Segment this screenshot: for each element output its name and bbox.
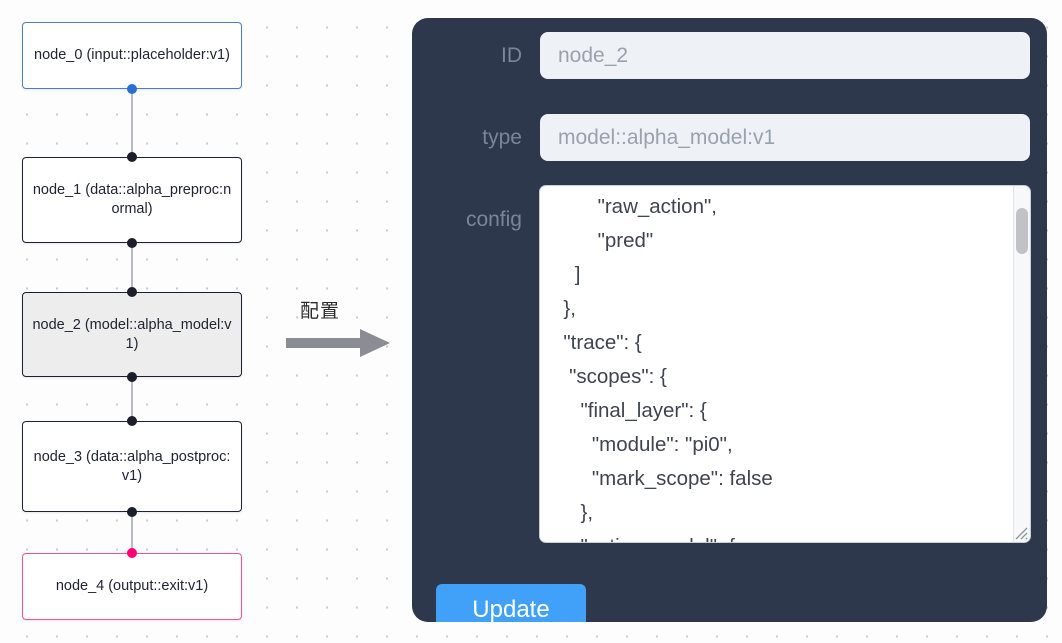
graph-node-node_0[interactable]: node_0 (input::placeholder:v1) — [22, 22, 242, 89]
config-textarea-scrollbar[interactable] — [1013, 186, 1030, 542]
id-field-label: ID — [501, 43, 522, 67]
graph-node-label: node_4 (output::exit:v1) — [55, 578, 209, 594]
field-row-id: ID — [430, 32, 1030, 79]
node-handle-node_1-target[interactable] — [127, 152, 137, 162]
edge-node3-node4 — [131, 511, 133, 553]
config-field-label: config — [465, 208, 522, 231]
graph-node-node_4[interactable]: node_4 (output::exit:v1) — [22, 553, 242, 620]
node-handle-node_0-source[interactable] — [127, 84, 137, 94]
config-scrollbar-thumb[interactable] — [1016, 208, 1028, 254]
annotation-arrow-group: 配置 — [286, 296, 398, 358]
graph-node-label: node_1 (data::alpha_preproc:normal) — [32, 182, 232, 217]
graph-node-node_2[interactable]: node_2 (model::alpha_model:v1) — [22, 292, 242, 377]
field-row-type: type — [430, 114, 1030, 161]
node-handle-node_1-source[interactable] — [127, 238, 137, 248]
edge-node2-node3 — [131, 376, 133, 421]
graph-node-label: node_3 (data::alpha_postproc:v1) — [33, 448, 231, 484]
annotation-arrow-label: 配置 — [300, 300, 341, 322]
type-input[interactable] — [540, 114, 1030, 161]
config-textarea-wrapper: "raw_action", "pred" ] }, "trace": { "sc… — [540, 186, 1030, 542]
field-row-config: config "raw_action", "pred" ] }, "trace"… — [430, 186, 1030, 542]
config-textarea[interactable]: "raw_action", "pred" ] }, "trace": { "sc… — [540, 186, 1014, 542]
type-field-label: type — [482, 125, 522, 149]
node-handle-node_3-target[interactable] — [127, 416, 137, 426]
graph-node-label: node_0 (input::placeholder:v1) — [34, 47, 230, 63]
node-handle-node_2-target[interactable] — [127, 287, 137, 297]
graph-node-label: node_2 (model::alpha_model:v1) — [32, 316, 232, 352]
id-input[interactable] — [540, 32, 1030, 79]
resize-grip-icon[interactable] — [1013, 525, 1029, 541]
node-handle-node_2-source[interactable] — [127, 372, 137, 382]
arrow-right-icon — [286, 329, 390, 357]
edge-node0-node1 — [131, 89, 133, 159]
edge-node1-node2 — [131, 243, 133, 293]
graph-node-node_1[interactable]: node_1 (data::alpha_preproc:normal) — [22, 157, 242, 243]
node-handle-node_4-target[interactable] — [127, 548, 137, 558]
node-config-panel: ID type config "raw_action", "pred" ] },… — [412, 18, 1047, 622]
update-button[interactable]: Update — [436, 584, 586, 622]
node-handle-node_3-source[interactable] — [127, 507, 137, 517]
graph-node-node_3[interactable]: node_3 (data::alpha_postproc:v1) — [22, 421, 242, 512]
